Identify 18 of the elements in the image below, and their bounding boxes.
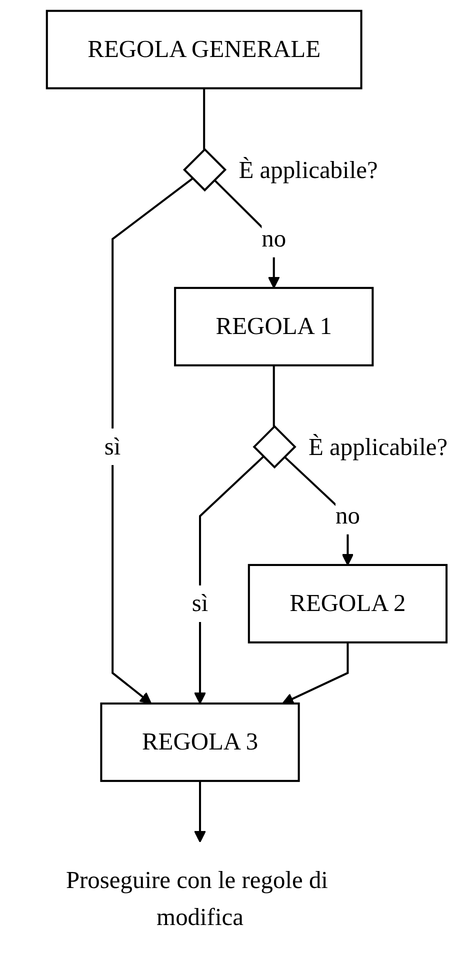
arrow	[112, 178, 194, 704]
node-caption: È applicabile?	[238, 156, 378, 184]
node-caption: È applicabile?	[308, 434, 448, 461]
node-box: REGOLA 2	[248, 564, 448, 644]
node-box: REGOLA 1	[174, 286, 374, 366]
edge-label: sì	[192, 589, 208, 617]
edge-label: no	[262, 224, 286, 252]
node-diamond	[182, 148, 227, 192]
arrow	[194, 780, 206, 843]
node-box: REGOLA 3	[100, 702, 300, 782]
node-box: REGOLA GENERALE	[46, 10, 362, 90]
node-text: Proseguire con le regole di modifica	[66, 866, 328, 930]
node-diamond	[252, 425, 296, 469]
connector	[203, 88, 206, 150]
edge-label: no	[336, 502, 360, 529]
arrow	[282, 642, 349, 704]
connector	[272, 365, 275, 426]
edge-label: sì	[104, 432, 121, 460]
